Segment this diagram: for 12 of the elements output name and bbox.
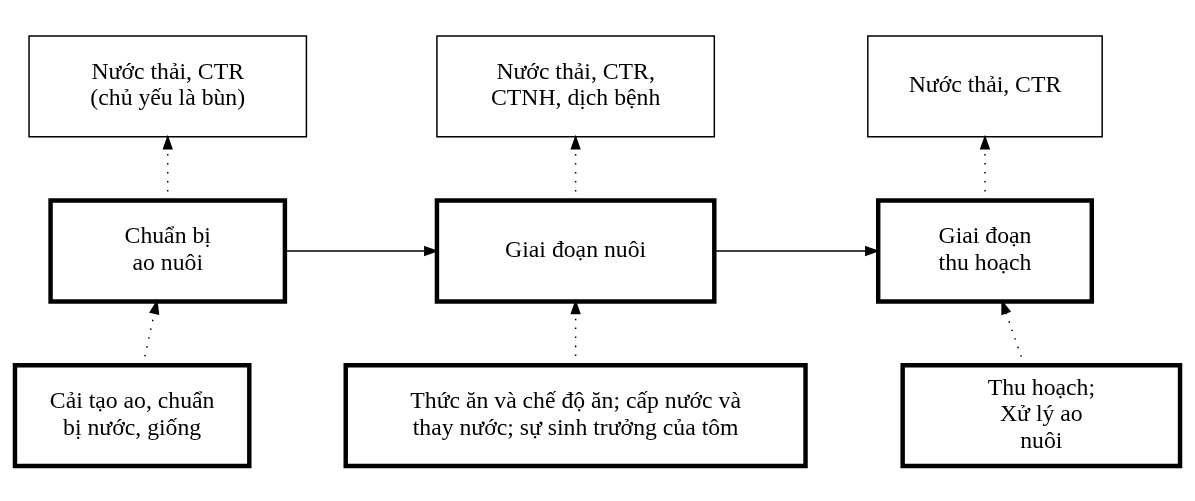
arrow	[162, 134, 173, 201]
node-box: Nước thải, CTR, CTNH, dịch bệnh	[436, 34, 716, 138]
node-box: Giai đoạn nuôi	[434, 197, 717, 304]
arrow	[979, 134, 991, 201]
node-box: Thu hoạch; Xử lý ao nuôi	[900, 362, 1183, 468]
node-box: Giai đoạn thu hoạch	[875, 197, 1094, 304]
node-box: Cải tạo ao, chuẩn bị nước, giống	[12, 362, 252, 468]
node-box: Nước thải, CTR (chủ yếu là bùn)	[28, 34, 308, 138]
node-box: Chuẩn bị ao nuôi	[48, 197, 288, 304]
node-box: Nước thải, CTR	[867, 34, 1103, 138]
arrow	[570, 134, 581, 201]
node-box: Thức ăn và chế độ ăn; cấp nước và thay nước; sự sinh trưởng của tôm	[343, 362, 808, 468]
